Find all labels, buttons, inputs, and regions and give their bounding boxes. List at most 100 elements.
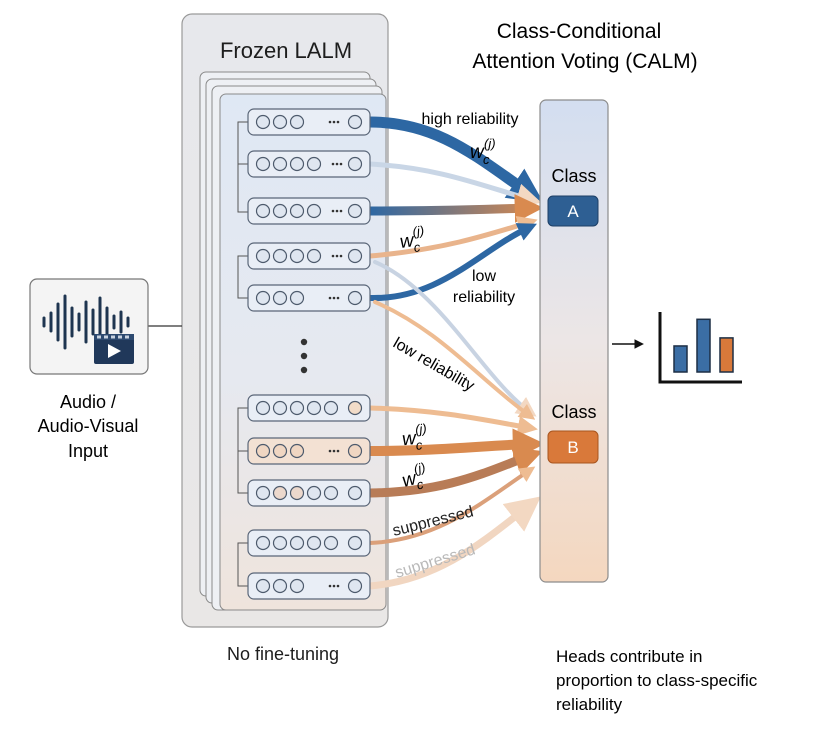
head-unit	[272, 485, 288, 501]
head-rows	[247, 108, 371, 600]
head-unit	[272, 535, 288, 551]
weight-label-1: w c (j)	[470, 136, 496, 167]
class-b-label: Class	[551, 402, 596, 422]
video-icon	[94, 334, 134, 364]
frozen-lalm-title: Frozen LALM	[220, 38, 352, 63]
svg-text:w: w	[400, 468, 420, 492]
svg-text:c: c	[483, 152, 490, 167]
head-unit	[306, 203, 322, 219]
head-unit-end	[347, 290, 363, 306]
head-arrows	[364, 116, 545, 590]
attention-head-row	[247, 242, 371, 270]
head-unit	[272, 578, 288, 594]
class-a-letter: A	[567, 202, 579, 221]
svg-text:(j): (j)	[484, 136, 496, 151]
head-unit	[255, 443, 271, 459]
head-unit	[289, 485, 305, 501]
head-unit	[289, 290, 305, 306]
arrow-h10-to-b	[366, 496, 542, 590]
head-unit	[289, 578, 305, 594]
weight-label-3: w c (j)	[401, 421, 427, 453]
arrow-h5-to-b	[373, 300, 536, 420]
head-unit	[272, 248, 288, 264]
no-finetuning-label: No fine-tuning	[227, 644, 339, 664]
head-unit	[289, 114, 305, 130]
head-unit	[323, 400, 339, 416]
head-unit	[289, 400, 305, 416]
svg-text:w: w	[401, 428, 418, 450]
arrow-h7-to-b	[365, 428, 545, 461]
head-unit	[306, 485, 322, 501]
layer-brackets	[237, 121, 248, 587]
head-unit-end	[347, 156, 363, 172]
caption-line-3: reliability	[556, 695, 623, 714]
head-unit	[272, 203, 288, 219]
attention-head-row	[247, 150, 371, 178]
attention-head-row	[247, 108, 371, 136]
head-unit	[306, 156, 322, 172]
attention-head-row	[247, 284, 371, 312]
attention-head-row	[247, 529, 371, 557]
arrow-h1-to-a	[364, 116, 544, 203]
low-reliability-label-1: low	[472, 268, 496, 285]
svg-text:c: c	[413, 239, 422, 255]
arrow-h4-to-b	[373, 260, 537, 417]
arrow-h6-to-b	[367, 405, 538, 436]
head-unit	[272, 443, 288, 459]
ellipsis-dots	[300, 338, 308, 374]
attention-head-row	[247, 437, 371, 465]
bar-icon-bar	[719, 337, 734, 373]
head-unit	[289, 248, 305, 264]
bar-icon-bar	[673, 345, 688, 373]
head-unit	[255, 578, 271, 594]
head-unit-end	[347, 248, 363, 264]
head-unit	[289, 203, 305, 219]
head-unit-end	[347, 535, 363, 551]
weight-label-4: w c (j)	[400, 459, 427, 492]
calm-title-line2: Attention Voting (CALM)	[472, 50, 697, 73]
head-unit	[306, 248, 322, 264]
head-unit	[255, 535, 271, 551]
head-unit	[272, 290, 288, 306]
head-unit	[289, 156, 305, 172]
input-label-3: Input	[68, 441, 108, 461]
low-reliability-label-2: reliability	[453, 289, 515, 306]
attention-head-row	[247, 197, 371, 225]
head-unit	[272, 156, 288, 172]
svg-text:w: w	[398, 230, 416, 253]
bar-icon-bar	[696, 318, 711, 373]
suppressed-label-1: suppressed	[391, 503, 475, 540]
head-unit	[255, 114, 271, 130]
svg-text:(j): (j)	[414, 421, 427, 437]
attention-head-row	[247, 572, 371, 600]
bar-chart-icon	[658, 312, 742, 384]
head-unit-end	[347, 114, 363, 130]
caption-line-2: proportion to class-specific	[556, 671, 758, 690]
low-reliability-rotated: low reliability	[390, 335, 477, 395]
head-unit	[255, 156, 271, 172]
class-a-badge	[547, 195, 599, 227]
head-unit-end	[347, 443, 363, 459]
svg-text:(j): (j)	[412, 223, 426, 239]
svg-text:w: w	[470, 142, 485, 163]
arrow-h9-to-b	[368, 466, 536, 545]
head-unit-end	[347, 203, 363, 219]
head-unit-end	[347, 578, 363, 594]
class-b-letter: B	[567, 438, 578, 457]
head-unit	[306, 535, 322, 551]
head-unit	[255, 248, 271, 264]
head-unit	[255, 485, 271, 501]
caption-line-1: Heads contribute in	[556, 647, 702, 666]
head-unit	[289, 443, 305, 459]
head-unit	[323, 535, 339, 551]
head-unit-end	[347, 400, 363, 416]
head-unit	[289, 535, 305, 551]
arrow-h5-to-a	[367, 223, 537, 302]
head-unit	[255, 400, 271, 416]
head-unit	[255, 203, 271, 219]
head-unit	[306, 400, 322, 416]
attention-head-row	[247, 479, 371, 507]
svg-text:c: c	[415, 437, 424, 453]
arrow-h3-to-a	[365, 194, 544, 223]
